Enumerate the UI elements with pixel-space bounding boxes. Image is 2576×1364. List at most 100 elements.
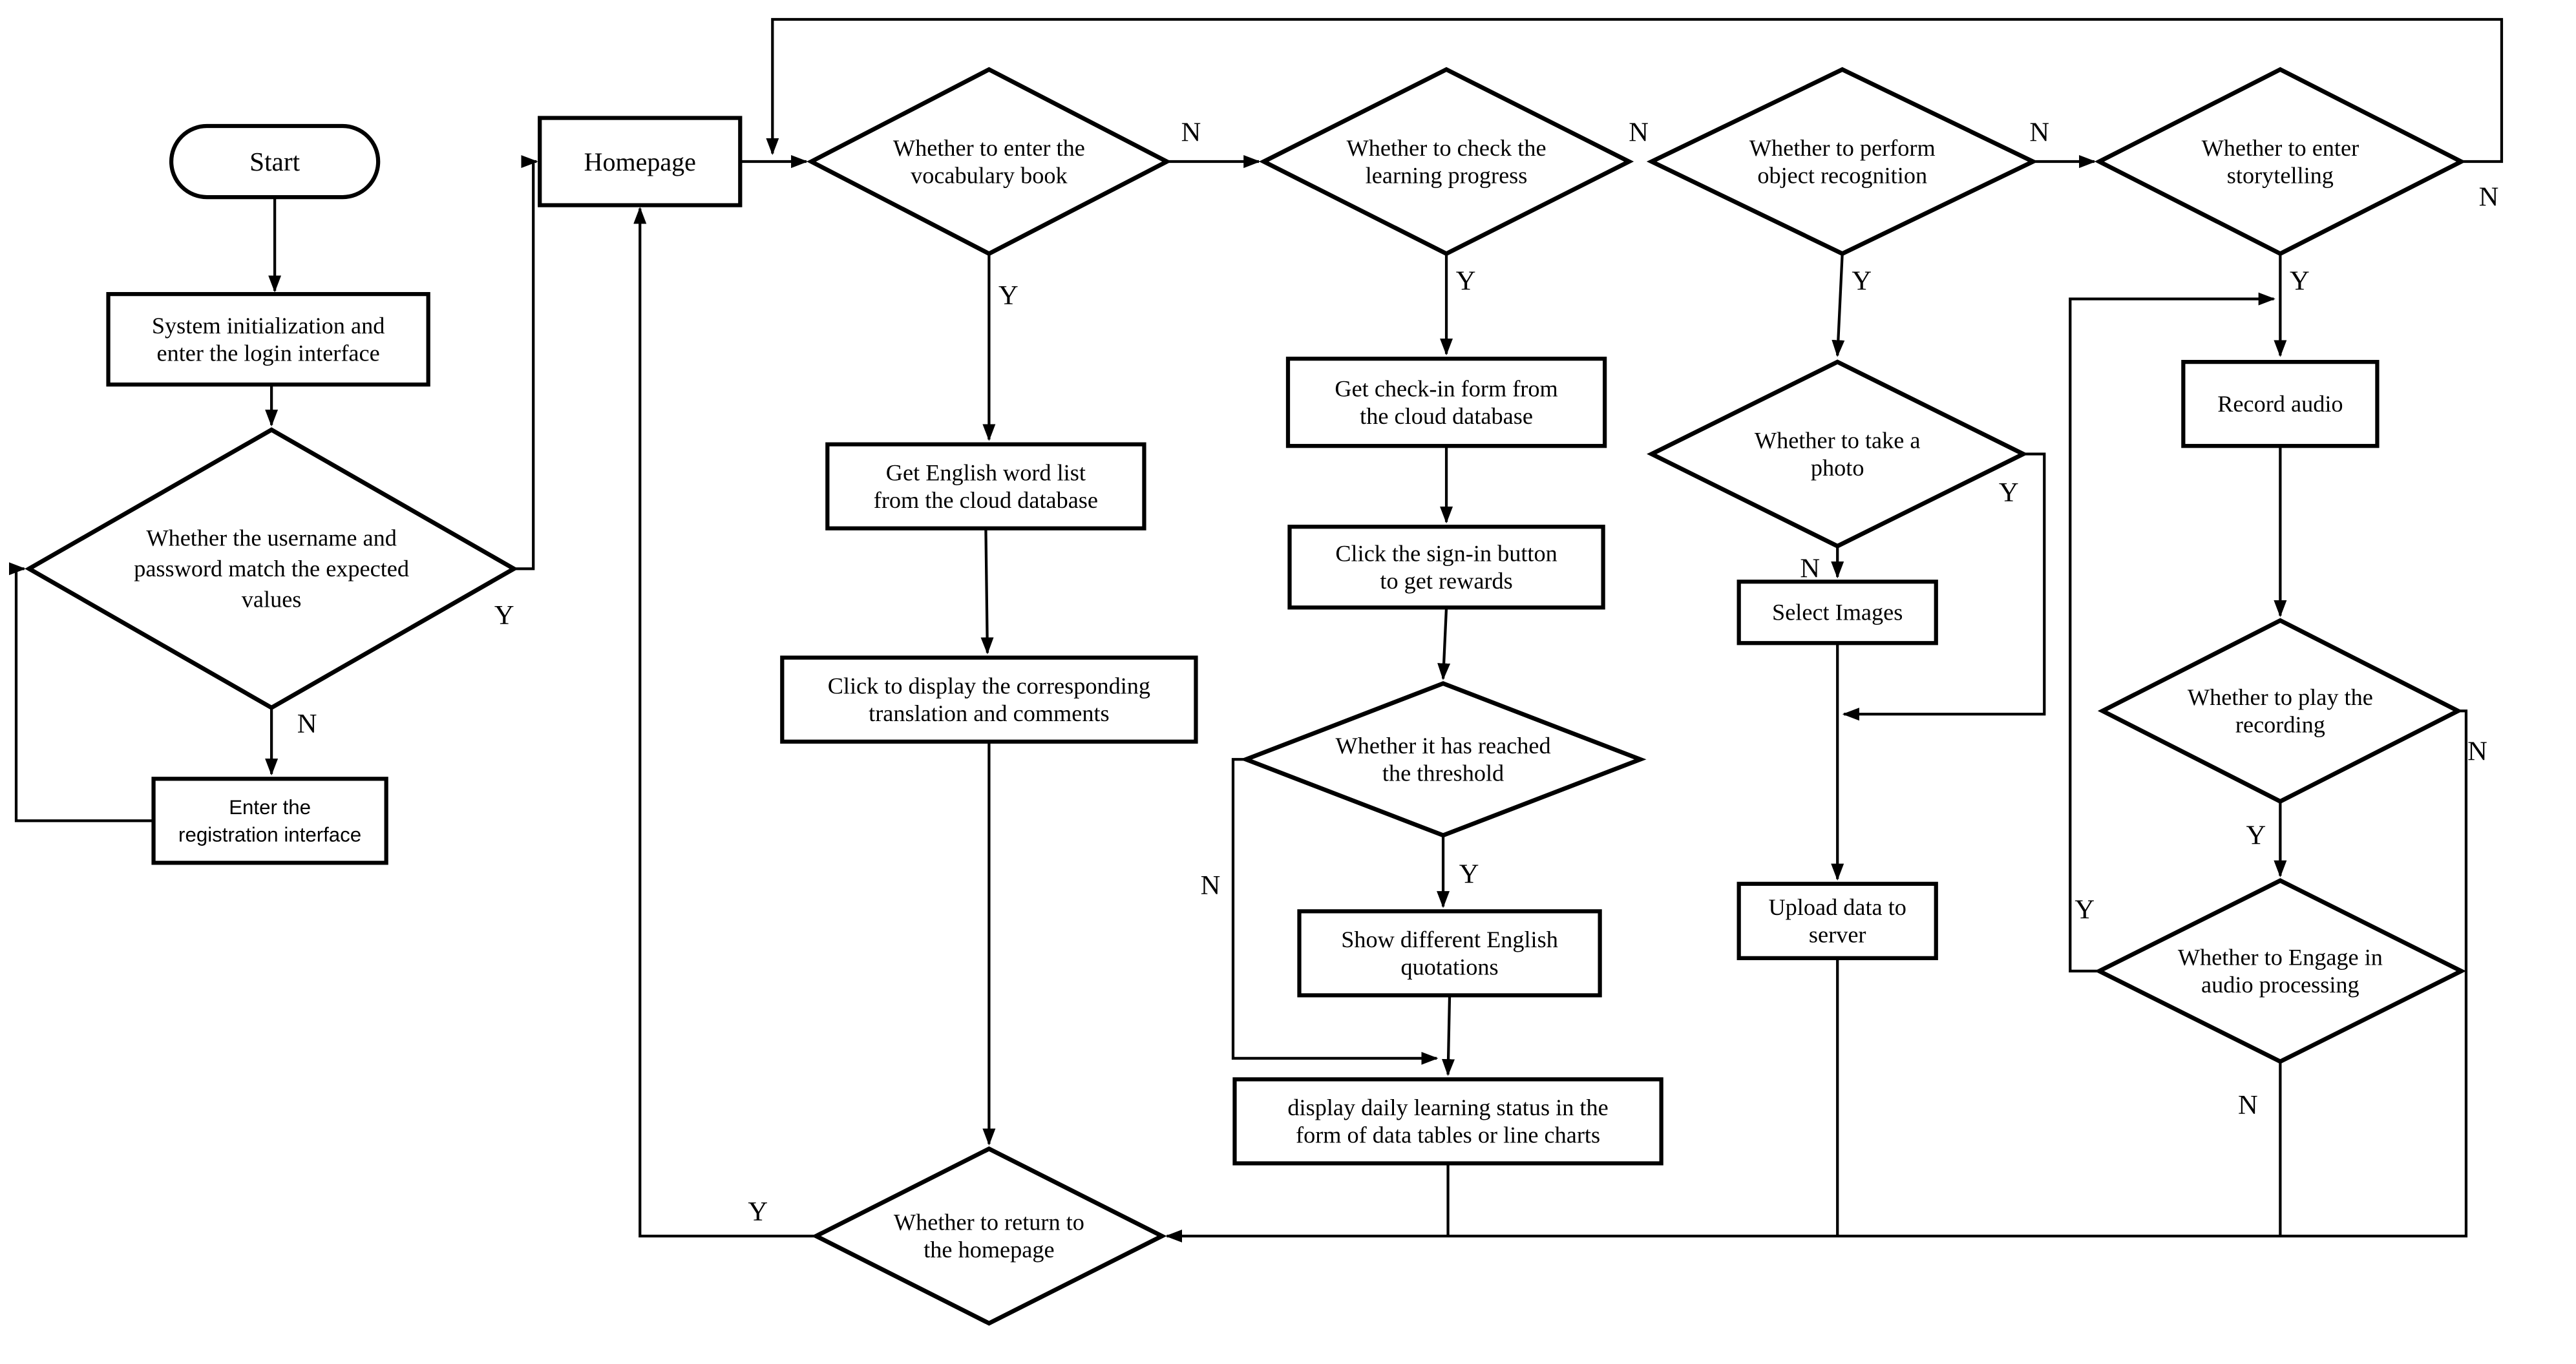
- edge-wordlist-to-clickdisplay: [980, 528, 994, 655]
- select-label: Select Images: [1772, 600, 1903, 625]
- audio-diamond-shape: [2094, 878, 2466, 1064]
- branch-label-4: N: [1629, 118, 1649, 148]
- branch-label-15: Y: [2246, 820, 2266, 850]
- homepage-label: Homepage: [584, 147, 696, 176]
- clickdisplay-box-shape: [780, 655, 1198, 744]
- edge-threshold-n-bypass: [1231, 758, 1439, 1065]
- homepage-box-shape: [538, 116, 743, 207]
- signin-box-shape: [1287, 525, 1605, 610]
- branch-label-18: Y: [748, 1197, 768, 1227]
- record-box-shape: [2181, 360, 2380, 448]
- branch-label-3: Y: [998, 280, 1019, 311]
- checkin-box-shape: [1285, 357, 1607, 448]
- display-box-shape: [1232, 1077, 1663, 1166]
- branch-label-11: Y: [1459, 859, 1479, 889]
- edge-login-y-to-homepage: [514, 155, 538, 571]
- upload-box-shape: [1737, 881, 1938, 960]
- play-diamond-shape: [2097, 618, 2463, 804]
- start-terminal-shape: [169, 123, 381, 200]
- node-select: Select Images: [1737, 580, 1938, 645]
- select-box-shape: [1737, 580, 1938, 645]
- edge-object-y-to-photo: [1832, 253, 1845, 357]
- branch-label-6: N: [2029, 118, 2049, 148]
- branch-label-13: Y: [2290, 266, 2310, 297]
- register-box-shape: [151, 777, 388, 865]
- branch-label-1: N: [297, 709, 317, 739]
- quotations-box-shape: [1297, 909, 1602, 998]
- branch-label-14: N: [2467, 736, 2487, 766]
- node-record: Record audio: [2181, 360, 2380, 448]
- branch-label-2: N: [1181, 118, 1201, 148]
- edge-photo-y-merge: [1842, 452, 2046, 721]
- photo-diamond-shape: [1647, 359, 2029, 549]
- object-diamond-shape: [1646, 67, 2038, 257]
- record-label: Record audio: [2217, 391, 2343, 417]
- branch-label-0: Y: [494, 600, 514, 631]
- node-homepage: Homepage: [538, 116, 743, 207]
- node-start: Start: [169, 123, 381, 200]
- branch-label-17: N: [2238, 1090, 2258, 1120]
- branch-label-10: N: [1201, 870, 1221, 901]
- branch-label-5: Y: [1456, 266, 1476, 297]
- edge-register-loop-to-login: [8, 562, 154, 823]
- learning-diamond-shape: [1258, 67, 1634, 257]
- edge-story-n-top-rail: [766, 17, 2504, 163]
- branch-labels-layer: Y N N Y N Y N Y Y N N Y N Y N Y Y N Y: [297, 118, 2499, 1227]
- branch-label-9: N: [1800, 554, 1820, 584]
- edges-layer: [8, 17, 2504, 1243]
- story-diamond-shape: [2094, 67, 2466, 257]
- edge-signin-to-threshold: [1437, 607, 1451, 680]
- edge-audio-y-loop-to-record: [2069, 292, 2275, 972]
- branch-label-12: N: [2479, 182, 2499, 213]
- login-diamond-shape: [25, 427, 518, 711]
- vocab-diamond-shape: [806, 67, 1172, 257]
- branch-label-7: Y: [1852, 266, 1872, 297]
- edge-quotations-to-display: [1442, 995, 1455, 1076]
- edge-returnhome-y-to-homepage: [633, 207, 816, 1238]
- start-label: Start: [249, 147, 300, 176]
- branch-label-16: Y: [2075, 894, 2095, 925]
- threshold-diamond-shape: [1240, 681, 1647, 838]
- branch-label-8: Y: [1999, 477, 2019, 508]
- returnhome-diamond-shape: [811, 1146, 1167, 1326]
- init-box-shape: [106, 291, 430, 387]
